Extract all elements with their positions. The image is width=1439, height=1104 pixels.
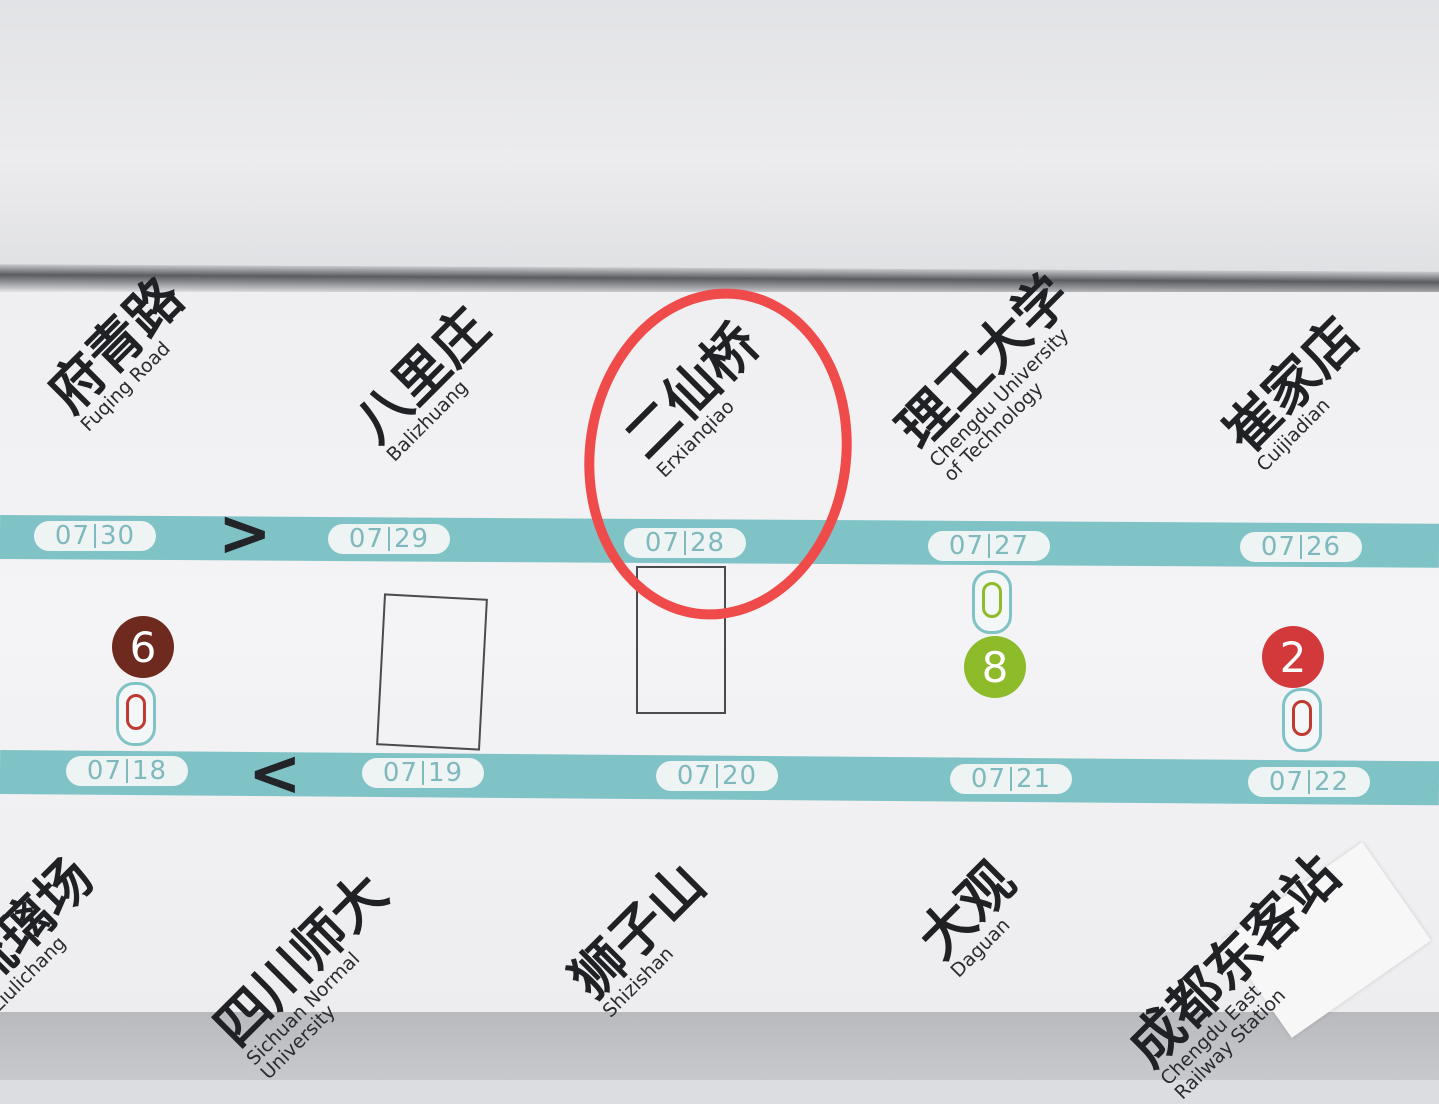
time-hour: 07 [382, 758, 418, 788]
departure-time: 07 21 [950, 764, 1072, 794]
transfer-icon [972, 570, 1012, 634]
time-hour: 07 [644, 528, 680, 558]
departure-time: 07 29 [328, 524, 450, 554]
time-separator [1300, 535, 1302, 559]
time-separator [388, 527, 390, 551]
route-map-panel [0, 292, 1439, 1014]
transfer-arc [1292, 700, 1312, 736]
direction-chevron-left-icon: < [248, 737, 302, 811]
line-2-badge: 2 [1262, 626, 1324, 688]
time-minute: 18 [132, 756, 168, 786]
time-minute: 22 [1314, 767, 1350, 797]
line-number: 6 [129, 622, 157, 672]
departure-time: 07 28 [624, 528, 746, 558]
time-hour: 07 [54, 521, 90, 551]
departure-time: 07 18 [66, 756, 188, 786]
departure-time: 07 20 [656, 761, 778, 791]
time-minute: 28 [690, 528, 726, 558]
time-separator [94, 524, 96, 548]
line-6-badge: 6 [112, 616, 174, 678]
time-separator [716, 764, 718, 788]
time-minute: 29 [394, 524, 430, 554]
line-8-badge: 8 [964, 636, 1026, 698]
time-separator [1308, 770, 1310, 794]
time-minute: 19 [428, 758, 464, 788]
departure-time: 07 30 [34, 521, 156, 551]
time-minute: 26 [1306, 532, 1342, 562]
line-number: 2 [1279, 632, 1307, 682]
time-minute: 27 [994, 531, 1030, 561]
blank-sign-outline [636, 566, 726, 714]
time-separator [988, 534, 990, 558]
time-hour: 07 [1260, 532, 1296, 562]
transfer-arc [982, 582, 1002, 618]
time-separator [126, 759, 128, 783]
departure-time: 07 26 [1240, 532, 1362, 562]
transfer-arc [126, 694, 146, 730]
direction-chevron-right-icon: > [218, 497, 272, 571]
time-minute: 30 [100, 521, 136, 551]
time-minute: 21 [1016, 764, 1052, 794]
transfer-icon [1282, 688, 1322, 752]
panel-bottom-edge [0, 1012, 1439, 1080]
time-separator [422, 761, 424, 785]
blank-sign-outline [376, 593, 488, 751]
departure-time: 07 19 [362, 758, 484, 788]
time-hour: 07 [348, 524, 384, 554]
time-minute: 20 [722, 761, 758, 791]
time-separator [1010, 767, 1012, 791]
ceiling [0, 0, 1439, 290]
departure-time: 07 27 [928, 531, 1050, 561]
time-separator [684, 531, 686, 555]
departure-time: 07 22 [1248, 767, 1370, 797]
line-number: 8 [981, 642, 1009, 692]
time-hour: 07 [948, 531, 984, 561]
time-hour: 07 [86, 756, 122, 786]
transfer-icon [116, 682, 156, 746]
time-hour: 07 [1268, 767, 1304, 797]
time-hour: 07 [970, 764, 1006, 794]
time-hour: 07 [676, 761, 712, 791]
